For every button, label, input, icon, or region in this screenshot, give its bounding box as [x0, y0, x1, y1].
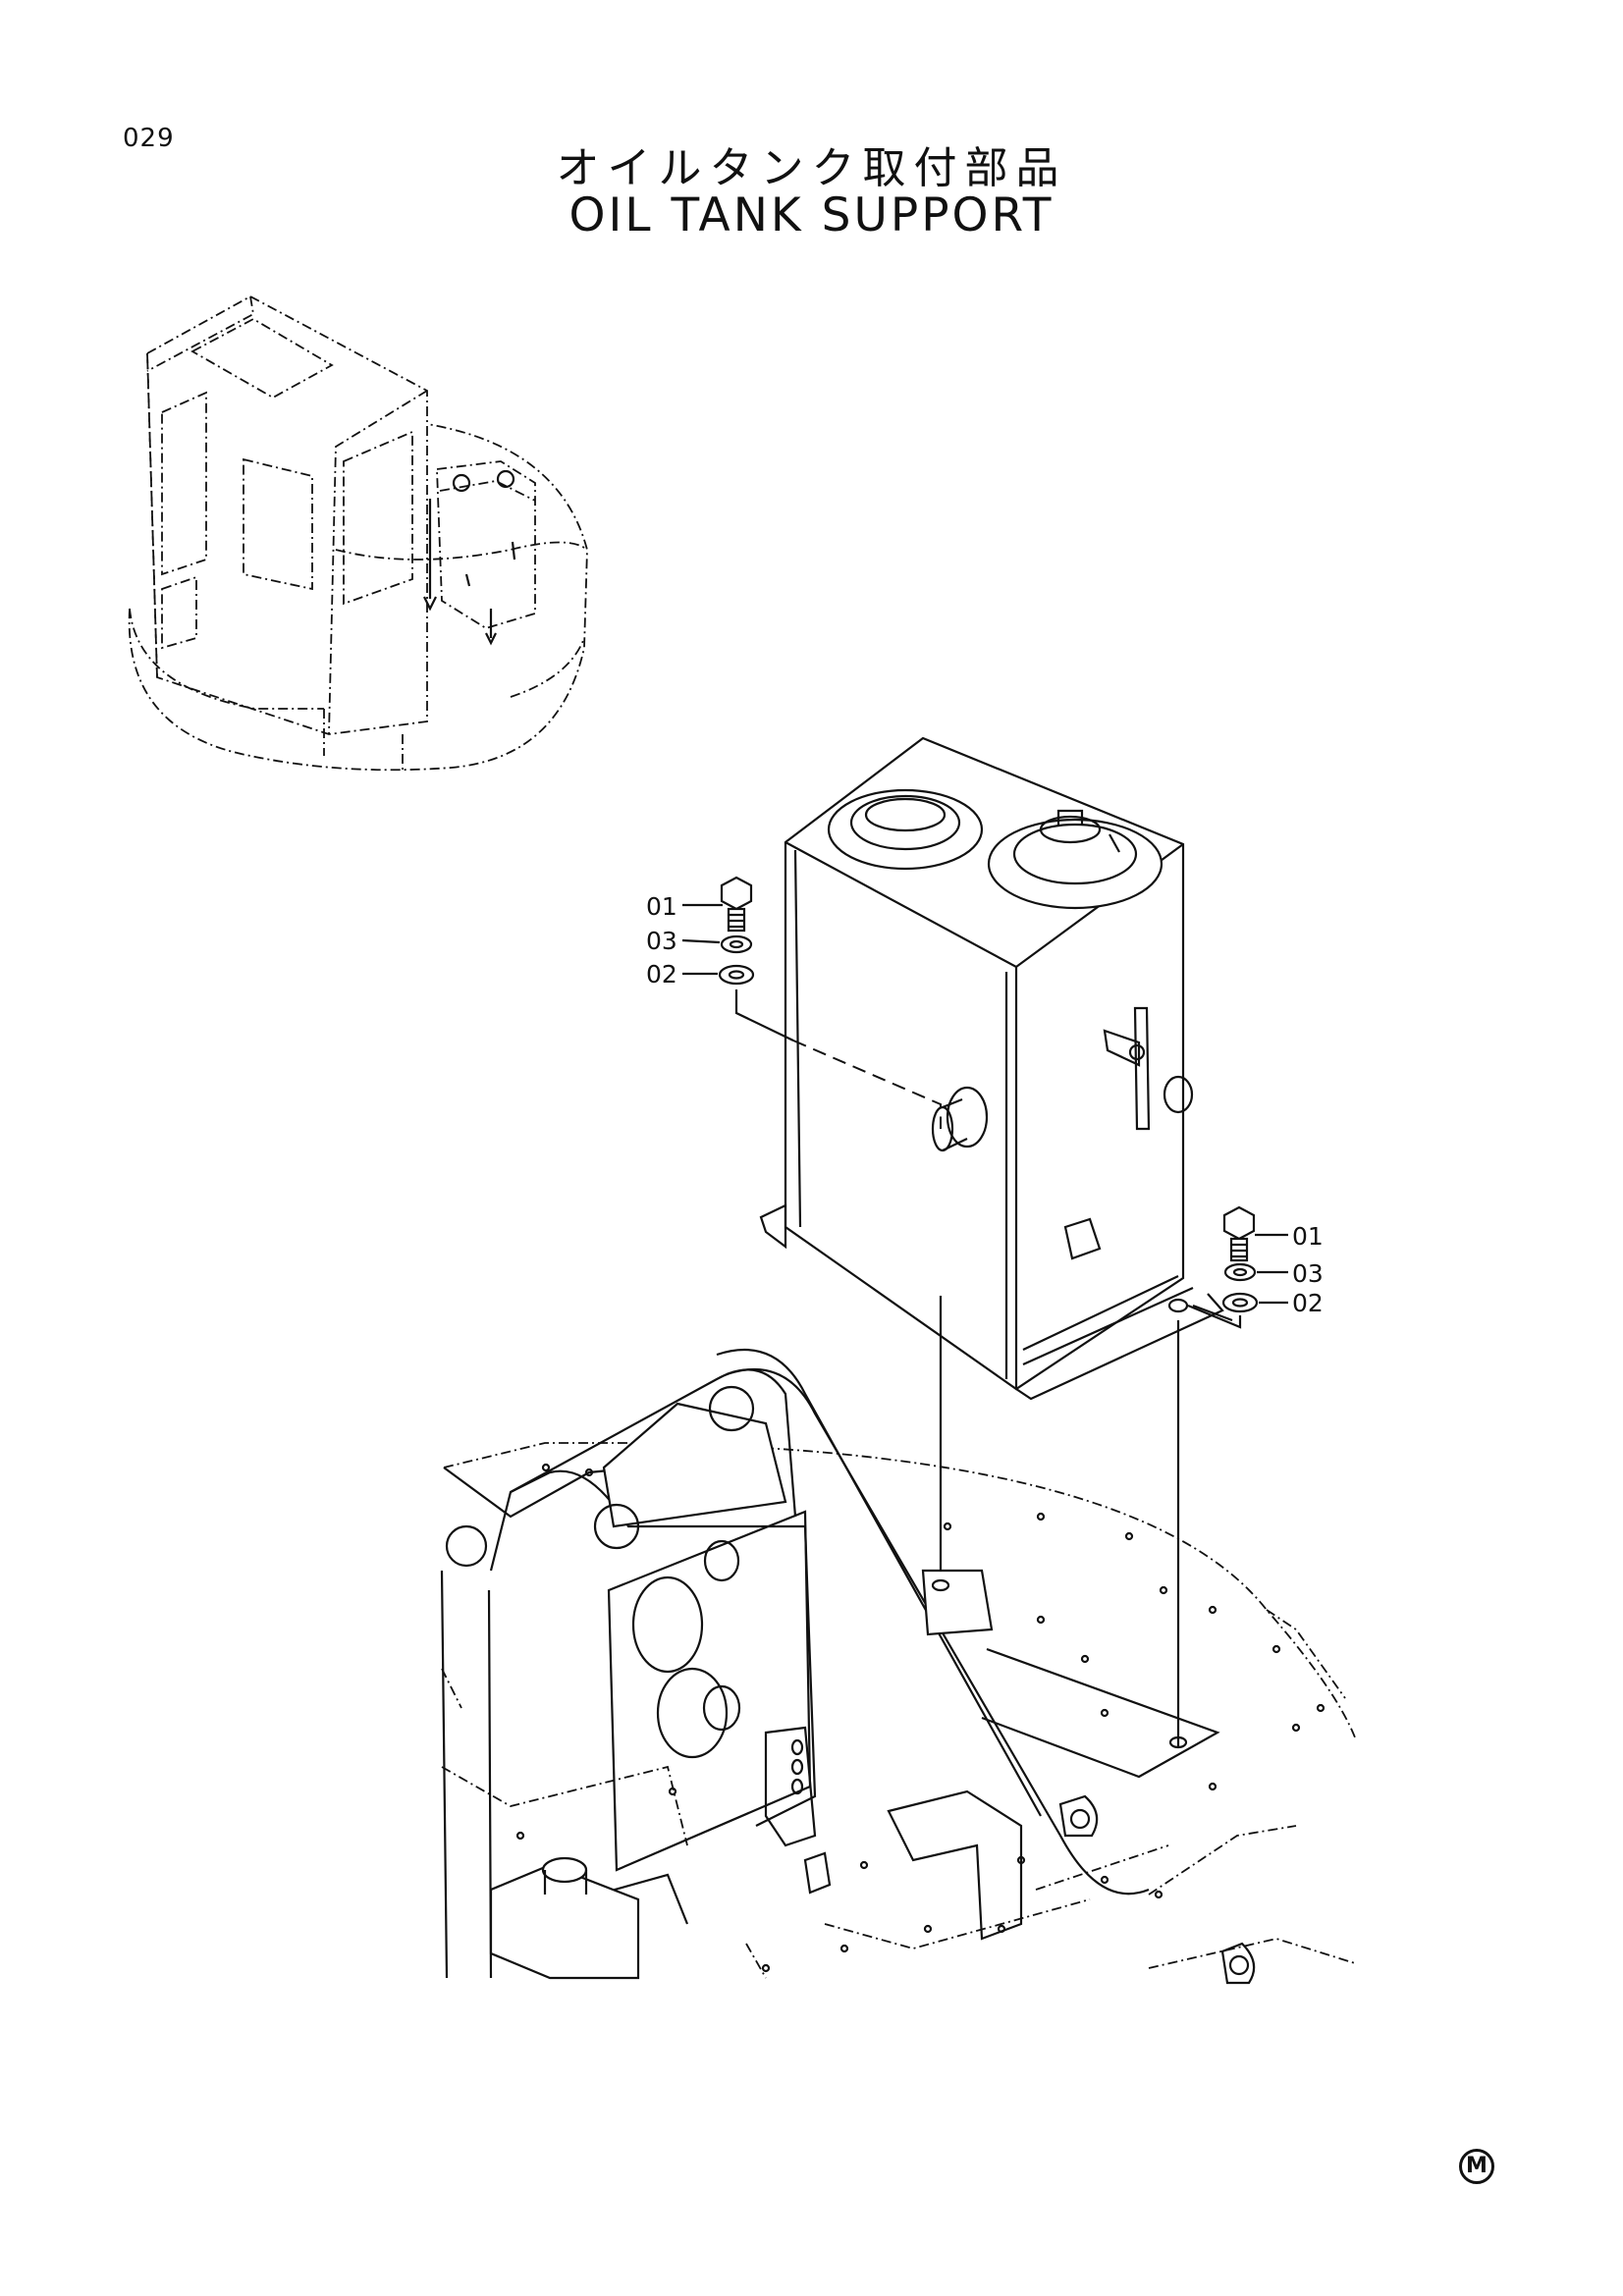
page-title-japanese: オイルタンク取付部品	[556, 143, 1067, 193]
bolt-left-01	[720, 876, 753, 933]
callouts-left: 01 03 02	[646, 892, 723, 988]
callout-label: 03	[646, 927, 677, 955]
oil-tank-illustration	[759, 736, 1224, 1401]
page-number: 029	[123, 124, 175, 153]
assembly-guide-lines	[734, 989, 1242, 1747]
page-title-english: OIL TANK SUPPORT	[568, 188, 1055, 242]
callout-label: 03	[1292, 1259, 1324, 1288]
flat-washer-right-02	[1221, 1292, 1259, 1313]
lock-washer-right-03	[1223, 1262, 1257, 1282]
flat-washer-left-02	[718, 964, 755, 986]
bolt-right-01	[1222, 1205, 1256, 1262]
callout-label: 02	[646, 960, 677, 988]
callouts-right: 01 03 02	[1255, 1222, 1324, 1317]
callout-label: 01	[646, 892, 677, 921]
upperstructure-frame-illustration	[440, 1348, 1356, 1985]
callout-label: 02	[1292, 1289, 1324, 1317]
callout-label: 01	[1292, 1222, 1324, 1251]
model-mark-icon: M	[1459, 2149, 1494, 2184]
overview-machine-illustration	[128, 294, 588, 772]
lock-washer-left-03	[720, 934, 753, 954]
